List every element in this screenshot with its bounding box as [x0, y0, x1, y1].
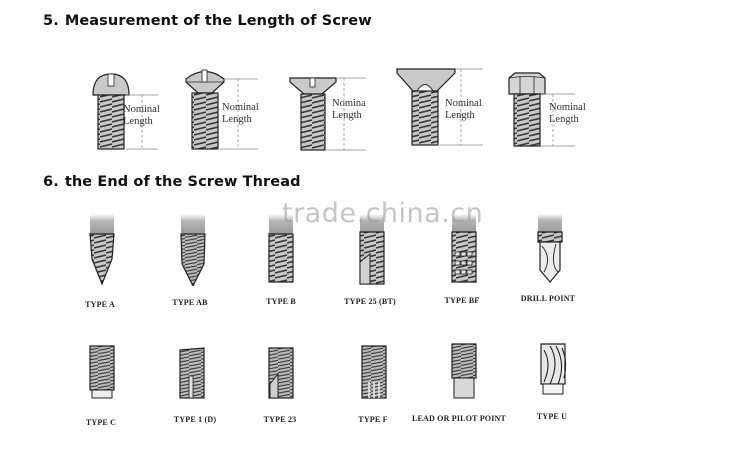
type-c-label: TYPE C [85, 418, 117, 427]
length-label: Length [445, 110, 475, 121]
type-25-bt-label: TYPE 25 (BT) [344, 297, 396, 306]
type-u-screw-icon [540, 343, 567, 395]
lead-pilot-point-screw-icon [451, 343, 477, 399]
drill-point-screw-icon [537, 214, 563, 283]
type-u-label: TYPE U [536, 412, 568, 421]
oval-head-screw-figure: Nominal Length [182, 66, 272, 162]
length-label: Length [332, 110, 362, 121]
type-f-screw-icon [361, 345, 387, 399]
oval-head-screw-icon [185, 69, 258, 150]
lead-pilot-point-label: LEAD OR PILOT POINT [411, 414, 507, 423]
section-6-title: the End of the Screw Thread [64, 174, 301, 190]
section-6-heading: 6. the End of the Screw Thread [43, 174, 301, 190]
type-bf-label: TYPE BF [444, 296, 480, 305]
nominal-label: Nominal [549, 102, 586, 113]
nominal-label: Nominal [222, 102, 259, 113]
type-25-bt-screw-icon [359, 214, 385, 285]
watermark-text: trade.china.cn [282, 198, 484, 229]
type-ab-label: TYPE AB [172, 298, 208, 307]
nominal-label: Nominal [445, 98, 482, 109]
trim-head-screw-figure: Nominal Length [395, 64, 485, 164]
nominal-label: Nomina [332, 98, 366, 109]
flat-head-screw-figure: Nomina Length [288, 74, 368, 162]
type-23-label: TYPE 23 [263, 415, 297, 424]
type-bf-screw-icon [451, 214, 477, 283]
section-5-title: Measurement of the Length of Screw [64, 13, 372, 29]
drill-point-label: DRILL POINT [520, 294, 576, 303]
trim-head-screw-icon [396, 68, 483, 146]
type-ab-screw-icon [180, 214, 206, 286]
type-f-label: TYPE F [358, 415, 388, 424]
length-label: Length [549, 114, 579, 125]
nominal-label: Nominal [123, 104, 160, 115]
round-head-screw-icon [92, 73, 158, 150]
flat-head-screw-icon [289, 77, 366, 151]
type-23-screw-icon [268, 347, 294, 399]
type-b-label: TYPE B [266, 297, 296, 306]
type-c-screw-icon [89, 345, 115, 399]
hex-head-screw-icon [508, 72, 575, 147]
type-1-d-screw-icon [179, 347, 205, 399]
length-label: Length [222, 114, 252, 125]
type-a-screw-icon [89, 214, 115, 286]
section-5-heading: 5. Measurement of the Length of Screw [43, 13, 372, 29]
type-1-d-label: TYPE 1 (D) [173, 415, 217, 424]
type-b-screw-icon [268, 214, 294, 283]
length-label: Length [123, 116, 153, 127]
hex-head-screw-figure: Nominal Length [505, 72, 586, 162]
round-head-screw-figure: Nominal Length [88, 68, 168, 162]
type-a-label: TYPE A [85, 300, 115, 309]
section-6-number: 6. [43, 174, 59, 190]
section-5-number: 5. [43, 13, 59, 29]
